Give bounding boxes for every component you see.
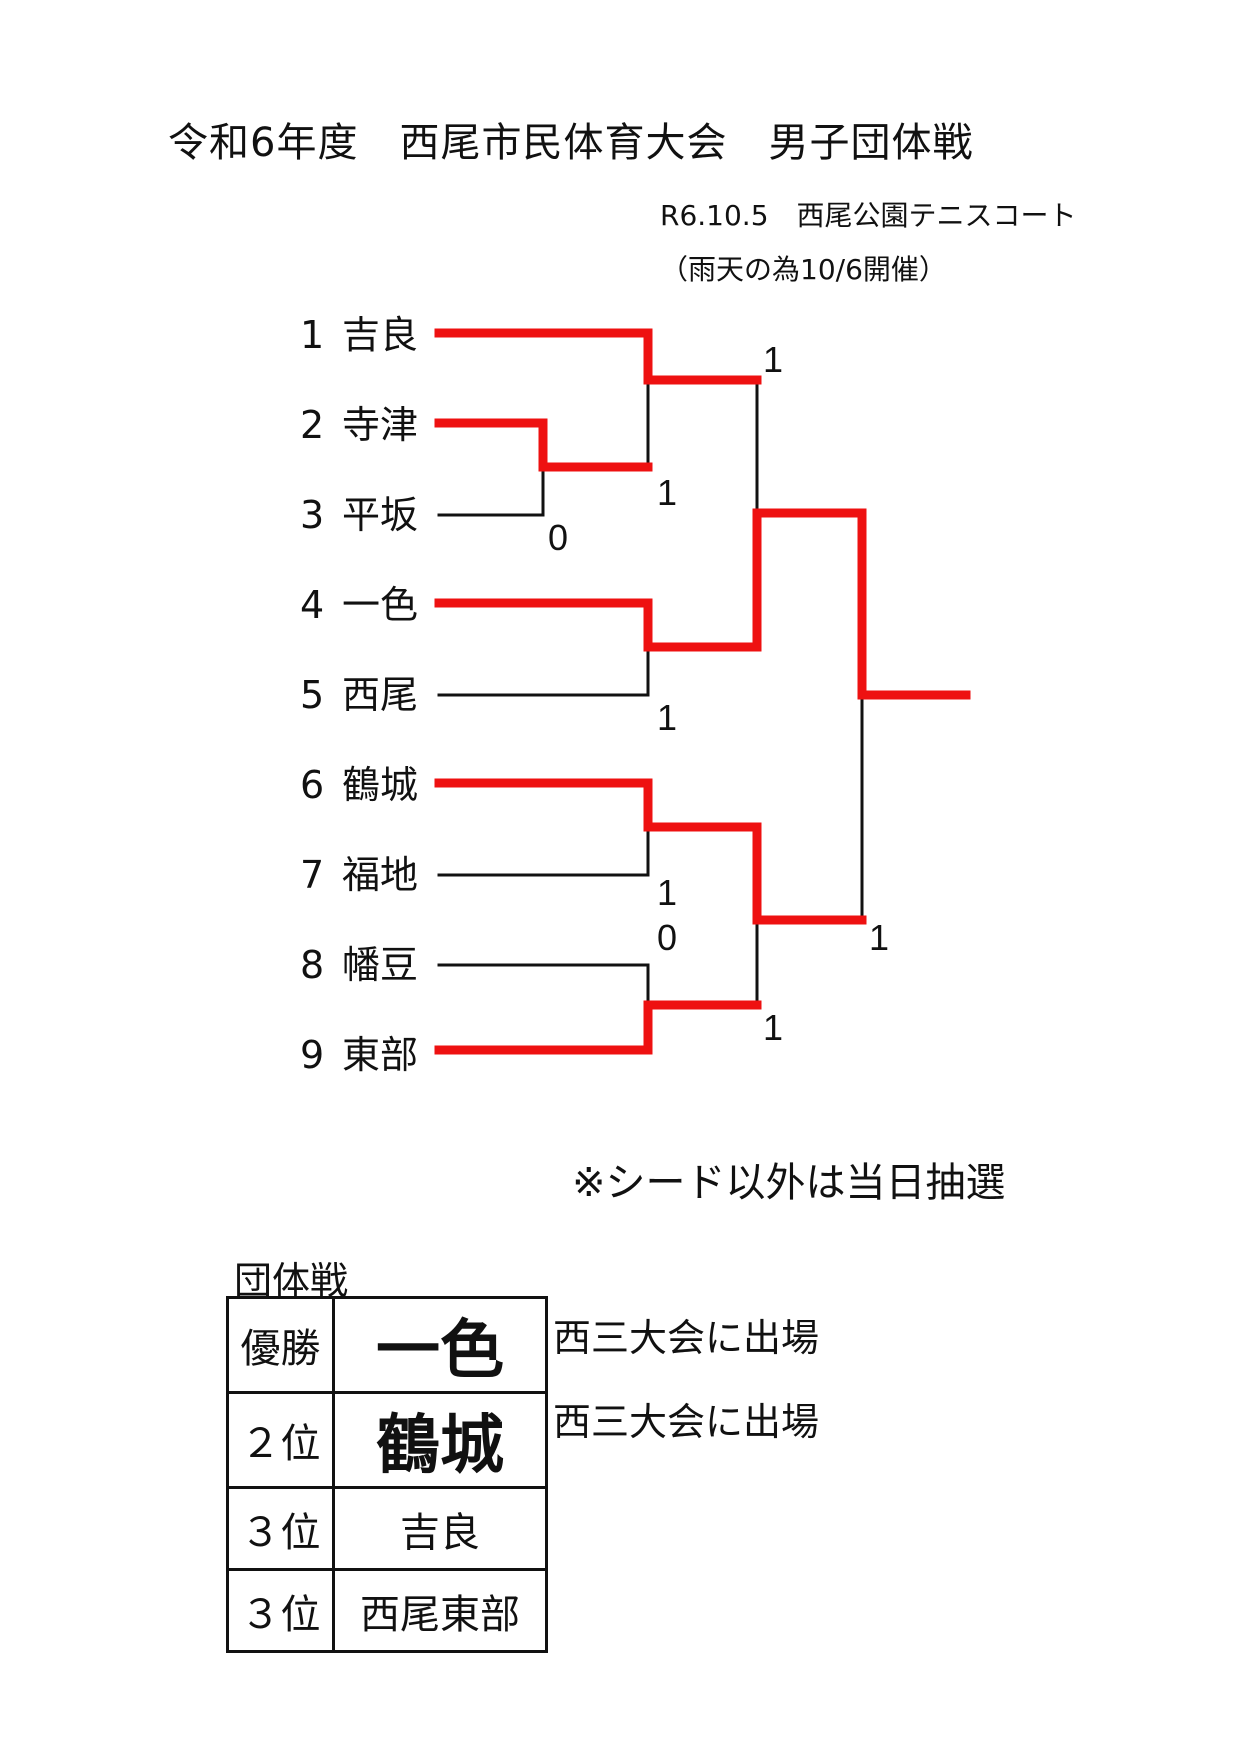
team-cell: 西尾東部 bbox=[332, 1568, 548, 1653]
team-cell: 吉良 bbox=[332, 1486, 548, 1571]
team-seed: 6 bbox=[300, 763, 325, 807]
results-table: 優勝 一色 ２位 鶴城 ３位 吉良 ３位 西尾東部 bbox=[226, 1296, 548, 1653]
score-label: 0 bbox=[548, 517, 568, 558]
team-seed: 3 bbox=[300, 493, 325, 537]
score-label: 1 bbox=[657, 872, 677, 913]
team-seed: 1 bbox=[300, 313, 325, 357]
team-entry: 3 平坂 bbox=[300, 492, 440, 538]
page-title: 令和6年度 西尾市民体育大会 男子団体戦 bbox=[168, 120, 974, 166]
table-row: ３位 西尾東部 bbox=[226, 1568, 548, 1653]
bracket-line-fukuchi bbox=[437, 825, 650, 877]
result-note: 西三大会に出場 bbox=[553, 1400, 820, 1444]
team-name: 寺津 bbox=[342, 403, 419, 447]
team-name: 西尾 bbox=[342, 673, 419, 717]
team-entry: 6 鶴城 bbox=[300, 762, 440, 808]
table-row: ３位 吉良 bbox=[226, 1486, 548, 1571]
team-seed: 9 bbox=[300, 1033, 325, 1077]
winner-line-kakujo bbox=[434, 778, 867, 925]
bracket-line-hazu bbox=[437, 963, 650, 1007]
rank-cell: ３位 bbox=[226, 1486, 335, 1571]
score-label: 1 bbox=[657, 697, 677, 738]
score-label: 1 bbox=[763, 1007, 783, 1048]
team-entry: 7 福地 bbox=[300, 852, 440, 898]
score-label: 1 bbox=[657, 472, 677, 513]
team-name: 東部 bbox=[342, 1033, 419, 1077]
rank-cell: ３位 bbox=[226, 1568, 335, 1653]
rain-note: （雨天の為10/6開催） bbox=[660, 253, 947, 286]
team-seed: 2 bbox=[300, 403, 325, 447]
score-label: 1 bbox=[763, 339, 783, 380]
winner-line-kira bbox=[434, 328, 762, 385]
results-heading: 団体戦 bbox=[234, 1259, 349, 1303]
rank-cell: ２位 bbox=[226, 1391, 335, 1489]
winner-line-terazu bbox=[434, 418, 653, 472]
score-label: 0 bbox=[657, 917, 677, 958]
team-seed: 8 bbox=[300, 943, 325, 987]
team-name: 福地 bbox=[342, 853, 419, 897]
team-entry: 2 寺津 bbox=[300, 402, 440, 448]
team-seed: 5 bbox=[300, 673, 325, 717]
team-entry: 9 東部 bbox=[300, 1032, 440, 1078]
score-label: 1 bbox=[869, 917, 889, 958]
team-seed: 4 bbox=[300, 583, 325, 627]
team-name: 幡豆 bbox=[342, 943, 419, 987]
bracket-line-hirasaka bbox=[437, 465, 545, 517]
winner-line-tobu bbox=[434, 1000, 762, 1055]
team-name: 吉良 bbox=[342, 313, 419, 357]
team-name: 鶴城 bbox=[342, 763, 419, 807]
rank-cell: 優勝 bbox=[226, 1296, 335, 1394]
team-cell: 一色 bbox=[332, 1296, 548, 1394]
result-note: 西三大会に出場 bbox=[553, 1316, 820, 1360]
team-entry: 4 一色 bbox=[300, 582, 440, 628]
date-venue: R6.10.5 西尾公園テニスコート bbox=[660, 199, 1077, 232]
winner-line-isshiki bbox=[434, 508, 971, 700]
team-cell: 鶴城 bbox=[332, 1391, 548, 1489]
team-entry: 5 西尾 bbox=[300, 672, 440, 718]
table-row: 優勝 一色 bbox=[226, 1296, 548, 1394]
team-entry: 8 幡豆 bbox=[300, 942, 440, 988]
table-row: ２位 鶴城 bbox=[226, 1391, 548, 1489]
team-name: 平坂 bbox=[342, 493, 419, 537]
team-entry: 1 吉良 bbox=[300, 312, 440, 358]
team-seed: 7 bbox=[300, 853, 325, 897]
seed-note: ※シード以外は当日抽選 bbox=[572, 1160, 1006, 1206]
team-name: 一色 bbox=[342, 583, 419, 627]
bracket-line-nishio bbox=[437, 645, 650, 697]
